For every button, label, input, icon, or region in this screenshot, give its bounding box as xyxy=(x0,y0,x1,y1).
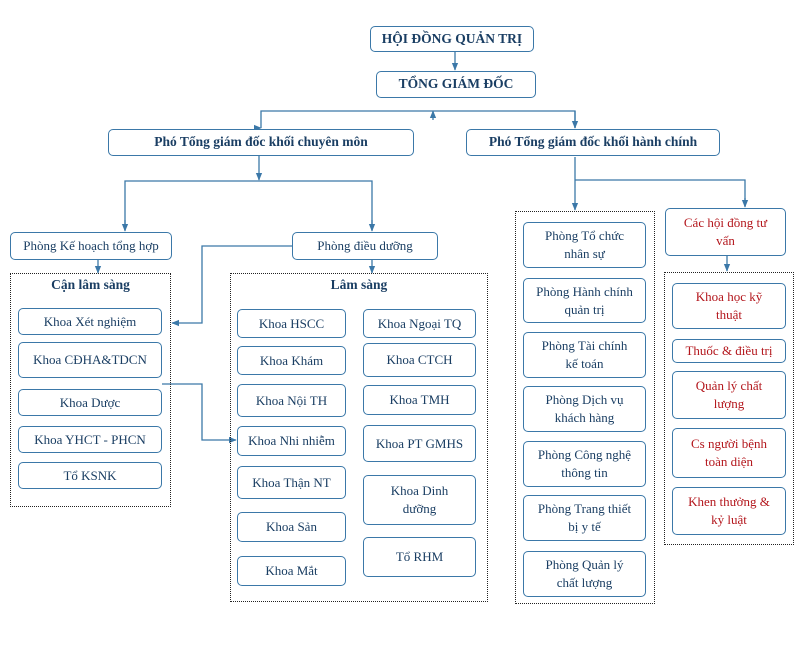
clinical-left-item: Khoa Nhi nhiễm xyxy=(237,426,346,456)
advisory-item: Thuốc & điều trị xyxy=(672,339,786,363)
clinical-title: Lâm sàng xyxy=(330,277,388,292)
admin-dept-item: Phòng Công nghệ thông tin xyxy=(523,441,646,487)
advisory-item: Quản lý chất lượng xyxy=(672,371,786,419)
clinical-left-item: Khoa Khám xyxy=(237,346,346,375)
clinical-left-item: Khoa HSCC xyxy=(237,309,346,338)
clinical-right-item: Khoa PT GMHS xyxy=(363,425,476,462)
paraclinical-item: Khoa Dược xyxy=(18,389,162,416)
clinical-right-item: Khoa CTCH xyxy=(363,343,476,377)
advisory-item: Khen thưởng & kỷ luật xyxy=(672,487,786,535)
admin-dept-item: Phòng Tài chính kế toán xyxy=(523,332,646,378)
ceo-box: TỔNG GIÁM ĐỐC xyxy=(376,71,536,98)
deputy-medical-box: Phó Tổng giám đốc khối chuyên môn xyxy=(108,129,414,156)
clinical-left-item: Khoa Sản xyxy=(237,512,346,542)
clinical-right-item: Khoa TMH xyxy=(363,385,476,415)
paraclinical-item: Tổ KSNK xyxy=(18,462,162,489)
clinical-group xyxy=(230,273,488,602)
clinical-left-item: Khoa Nội TH xyxy=(237,384,346,417)
advisory-item: Khoa học kỹ thuật xyxy=(672,283,786,329)
board-box: HỘI ĐỒNG QUẢN TRỊ xyxy=(370,26,534,52)
clinical-right-item: Khoa Dinh dưỡng xyxy=(363,475,476,525)
clinical-right-item: Khoa Ngoại TQ xyxy=(363,309,476,338)
admin-dept-item: Phòng Tổ chức nhân sự xyxy=(523,222,646,268)
clinical-left-item: Khoa Mắt xyxy=(237,556,346,586)
paraclinical-item: Khoa CĐHA&TDCN xyxy=(18,342,162,378)
advisory-group xyxy=(664,272,794,545)
paraclinical-title: Cận lâm sàng xyxy=(51,277,130,292)
advisory-item: Cs người bệnh toàn diện xyxy=(672,428,786,478)
deputy-admin-box: Phó Tổng giám đốc khối hành chính xyxy=(466,129,720,156)
paraclinical-group xyxy=(10,273,171,507)
advisory-councils-box: Các hội đồng tư vấn xyxy=(665,208,786,256)
nursing-dept-box: Phòng điều dưỡng xyxy=(292,232,438,260)
admin-group xyxy=(515,211,655,604)
admin-dept-item: Phòng Hành chính quản trị xyxy=(523,278,646,323)
admin-dept-item: Phòng Dịch vụ khách hàng xyxy=(523,386,646,432)
admin-dept-item: Phòng Trang thiết bị y tế xyxy=(523,495,646,541)
admin-dept-item: Phòng Quản lý chất lượng xyxy=(523,551,646,597)
paraclinical-item: Khoa Xét nghiệm xyxy=(18,308,162,335)
clinical-left-item: Khoa Thận NT xyxy=(237,466,346,499)
paraclinical-item: Khoa YHCT - PHCN xyxy=(18,426,162,453)
clinical-right-item: Tổ RHM xyxy=(363,537,476,577)
planning-dept-box: Phòng Kế hoạch tổng hợp xyxy=(10,232,172,260)
